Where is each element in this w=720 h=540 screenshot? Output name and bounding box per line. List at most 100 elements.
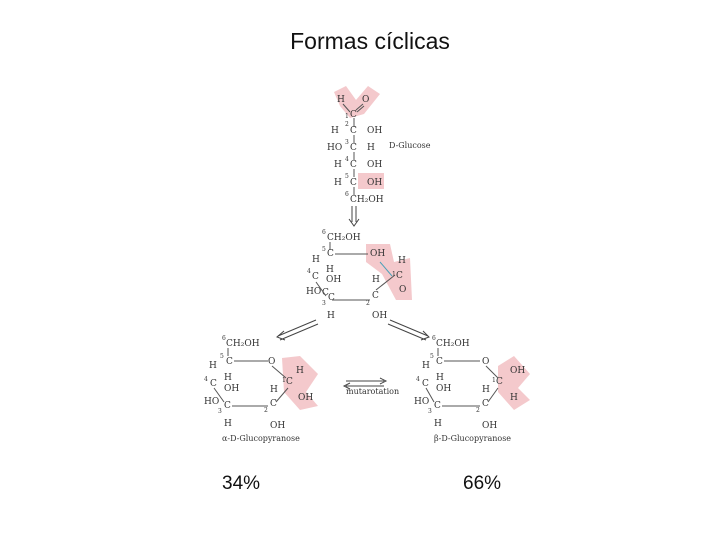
svg-text:2: 2 xyxy=(264,407,268,414)
svg-text:OH: OH xyxy=(270,421,285,431)
svg-text:H: H xyxy=(434,419,442,429)
svg-text:H: H xyxy=(224,373,232,383)
svg-text:H: H xyxy=(334,160,342,170)
svg-text:C: C xyxy=(396,271,403,281)
svg-text:H: H xyxy=(367,143,375,153)
svg-text:4: 4 xyxy=(307,268,311,275)
svg-text:C: C xyxy=(350,160,357,170)
svg-text:HO: HO xyxy=(327,143,342,153)
svg-text:C: C xyxy=(350,143,357,153)
svg-text:C: C xyxy=(312,272,319,282)
svg-text:OH: OH xyxy=(372,311,387,321)
d-glucose-label: D-Glucose xyxy=(389,141,431,150)
svg-text:H: H xyxy=(331,126,339,136)
svg-text:3: 3 xyxy=(345,139,349,146)
svg-text:C: C xyxy=(434,401,441,411)
svg-text:4: 4 xyxy=(204,376,208,383)
svg-text:OH: OH xyxy=(370,249,385,259)
svg-text:6: 6 xyxy=(322,229,326,236)
svg-text:C: C xyxy=(224,401,231,411)
svg-text:OH: OH xyxy=(482,421,497,431)
svg-text:6: 6 xyxy=(345,191,349,198)
arrows-equilibrium-diagonal xyxy=(276,319,430,341)
svg-text:C: C xyxy=(482,399,489,409)
svg-text:O: O xyxy=(268,357,275,367)
svg-text:H: H xyxy=(482,385,490,395)
highlight-shapes xyxy=(282,86,530,410)
svg-text:H: H xyxy=(327,311,335,321)
svg-text:1: 1 xyxy=(282,377,286,384)
svg-text:OH: OH xyxy=(367,178,382,188)
svg-text:HO: HO xyxy=(204,397,219,407)
svg-text:HO: HO xyxy=(306,287,321,297)
svg-text:OH: OH xyxy=(436,384,451,394)
highlight-aldehyde xyxy=(334,86,380,118)
svg-text:CH₂OH: CH₂OH xyxy=(327,233,361,243)
alpha-percentage: 34% xyxy=(222,473,261,494)
svg-text:2: 2 xyxy=(476,407,480,414)
beta-name: β-D-Glucopyranose xyxy=(434,434,511,443)
svg-text:H: H xyxy=(224,419,232,429)
svg-text:C: C xyxy=(496,377,503,387)
svg-text:3: 3 xyxy=(428,408,432,415)
beta-glucopyranose: 6 CH₂OH 5 C H O H 4 C OH HO C 3 H C 2 H … xyxy=(414,335,525,443)
svg-text:OH: OH xyxy=(367,160,382,170)
alpha-name: α-D-Glucopyranose xyxy=(222,434,300,443)
svg-text:H: H xyxy=(372,275,380,285)
svg-text:H: H xyxy=(209,361,217,371)
svg-text:OH: OH xyxy=(367,126,382,136)
svg-text:C: C xyxy=(270,399,277,409)
svg-text:2: 2 xyxy=(366,300,370,307)
svg-text:O: O xyxy=(362,95,369,105)
highlight-beta-anomer xyxy=(498,356,530,410)
svg-text:H: H xyxy=(337,95,345,105)
svg-text:H: H xyxy=(270,385,278,395)
svg-text:5: 5 xyxy=(345,173,349,180)
svg-text:5: 5 xyxy=(220,353,224,360)
svg-text:5: 5 xyxy=(322,246,326,253)
svg-text:C: C xyxy=(328,293,335,303)
svg-text:4: 4 xyxy=(345,156,349,163)
svg-text:H: H xyxy=(398,256,406,266)
svg-text:6: 6 xyxy=(432,335,436,342)
mutarotation-arrows xyxy=(342,377,388,390)
svg-text:1: 1 xyxy=(392,271,396,278)
svg-text:C: C xyxy=(327,249,334,259)
svg-text:C: C xyxy=(436,357,443,367)
svg-text:3: 3 xyxy=(322,300,326,307)
svg-text:5: 5 xyxy=(430,353,434,360)
svg-text:H: H xyxy=(422,361,430,371)
alpha-glucopyranose: 6 CH₂OH 5 C H O H 4 C OH HO C 3 H C 2 H … xyxy=(204,335,313,443)
svg-text:H: H xyxy=(312,255,320,265)
svg-text:1: 1 xyxy=(492,377,496,384)
svg-text:OH: OH xyxy=(224,384,239,394)
svg-text:4: 4 xyxy=(416,376,420,383)
svg-text:2: 2 xyxy=(345,121,349,128)
page-title: Formas cíclicas xyxy=(290,28,450,54)
svg-text:OH: OH xyxy=(298,393,313,403)
svg-text:H: H xyxy=(436,373,444,383)
svg-text:CH₂OH: CH₂OH xyxy=(436,339,470,349)
svg-text:H: H xyxy=(510,393,518,403)
highlight-c5-oh xyxy=(358,173,384,189)
svg-text:OH: OH xyxy=(510,366,525,376)
svg-text:C: C xyxy=(226,357,233,367)
svg-text:O: O xyxy=(399,285,406,295)
svg-text:C: C xyxy=(210,379,217,389)
intermediate-form: 6 CH₂OH 5 C OH H H 4 C OH HO C C 3 H C 2… xyxy=(306,229,406,321)
svg-text:H: H xyxy=(334,178,342,188)
svg-text:OH: OH xyxy=(326,275,341,285)
arrow-down xyxy=(348,206,360,227)
svg-text:H: H xyxy=(326,265,334,275)
svg-text:CH₂OH: CH₂OH xyxy=(350,195,384,205)
svg-text:C: C xyxy=(322,288,329,298)
svg-text:C: C xyxy=(422,379,429,389)
svg-text:C: C xyxy=(350,110,357,120)
svg-text:1: 1 xyxy=(345,113,349,120)
svg-text:C: C xyxy=(372,291,379,301)
mutarotation-label: mutarotation xyxy=(346,387,399,396)
svg-text:C: C xyxy=(350,126,357,136)
svg-text:C: C xyxy=(286,377,293,387)
